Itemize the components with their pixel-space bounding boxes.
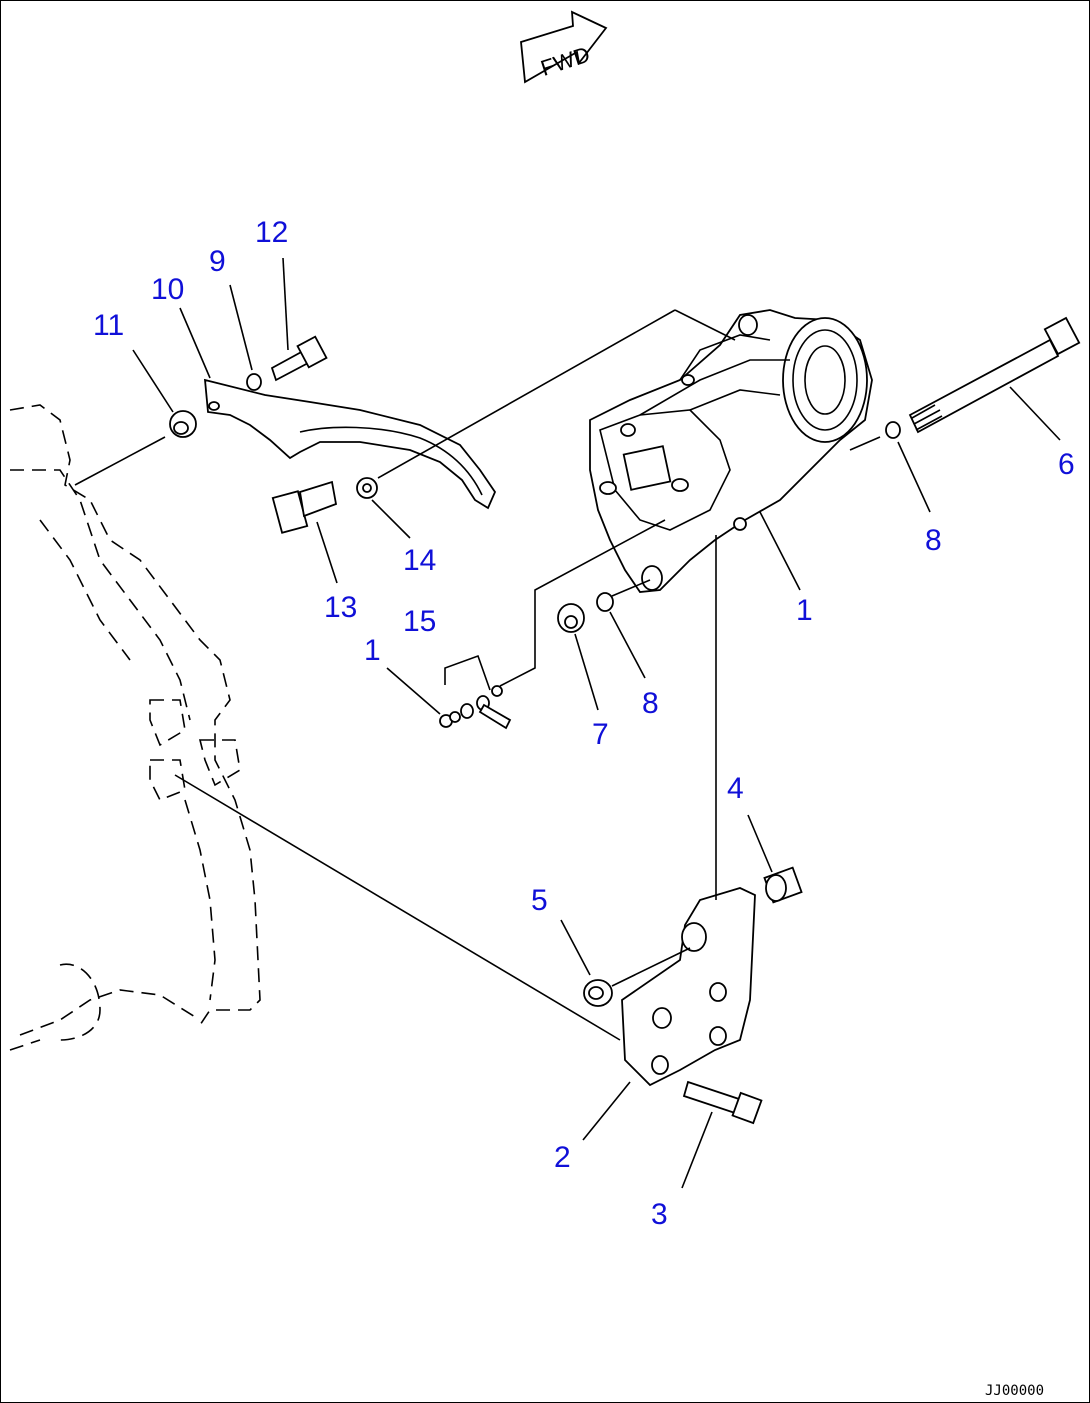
callout-1-compressor: 1: [796, 594, 813, 627]
forward-arrow-icon: FWD: [520, 10, 608, 84]
callout-13: 13: [324, 591, 357, 624]
callout-9: 9: [209, 245, 226, 278]
small-fasteners: [439, 685, 512, 730]
callout-1-small: 1: [364, 634, 381, 667]
callout-11: 11: [93, 309, 124, 342]
callout-2: 2: [554, 1141, 571, 1174]
callout-6: 6: [1058, 448, 1075, 481]
callout-14: 14: [403, 544, 436, 577]
bolt-12: [270, 335, 328, 382]
compressor: [589, 309, 873, 593]
bolt-13: [271, 480, 338, 534]
callout-4: 4: [727, 772, 744, 805]
washer-9: [246, 373, 262, 391]
callout-8-lower: 8: [642, 687, 659, 720]
leader-lines: [132, 257, 1061, 1189]
washer-8-right: [885, 421, 901, 439]
callout-5: 5: [531, 884, 548, 917]
callout-15: 15: [403, 605, 436, 638]
callout-10: 10: [151, 273, 184, 306]
callouts: 12 9 10 11 6 8 14 13 1 15 1 8 7 4 5 2 3: [93, 216, 1075, 1231]
washer-8-lower: [596, 592, 614, 612]
bolt-3: [682, 1080, 763, 1125]
spacer-5: [583, 979, 613, 1007]
drawing-code: JJ00000: [985, 1383, 1044, 1399]
callout-3: 3: [651, 1198, 668, 1231]
callout-12: 12: [255, 216, 288, 249]
bolt-6: [908, 316, 1081, 434]
spacer-4: [763, 866, 803, 904]
callout-8-upper: 8: [925, 524, 942, 557]
assembly-lines: [74, 309, 881, 1041]
engine-outline: [9, 404, 261, 1051]
upper-bracket: [203, 378, 497, 510]
lower-bracket: [621, 887, 756, 1087]
callout-7: 7: [592, 718, 609, 751]
